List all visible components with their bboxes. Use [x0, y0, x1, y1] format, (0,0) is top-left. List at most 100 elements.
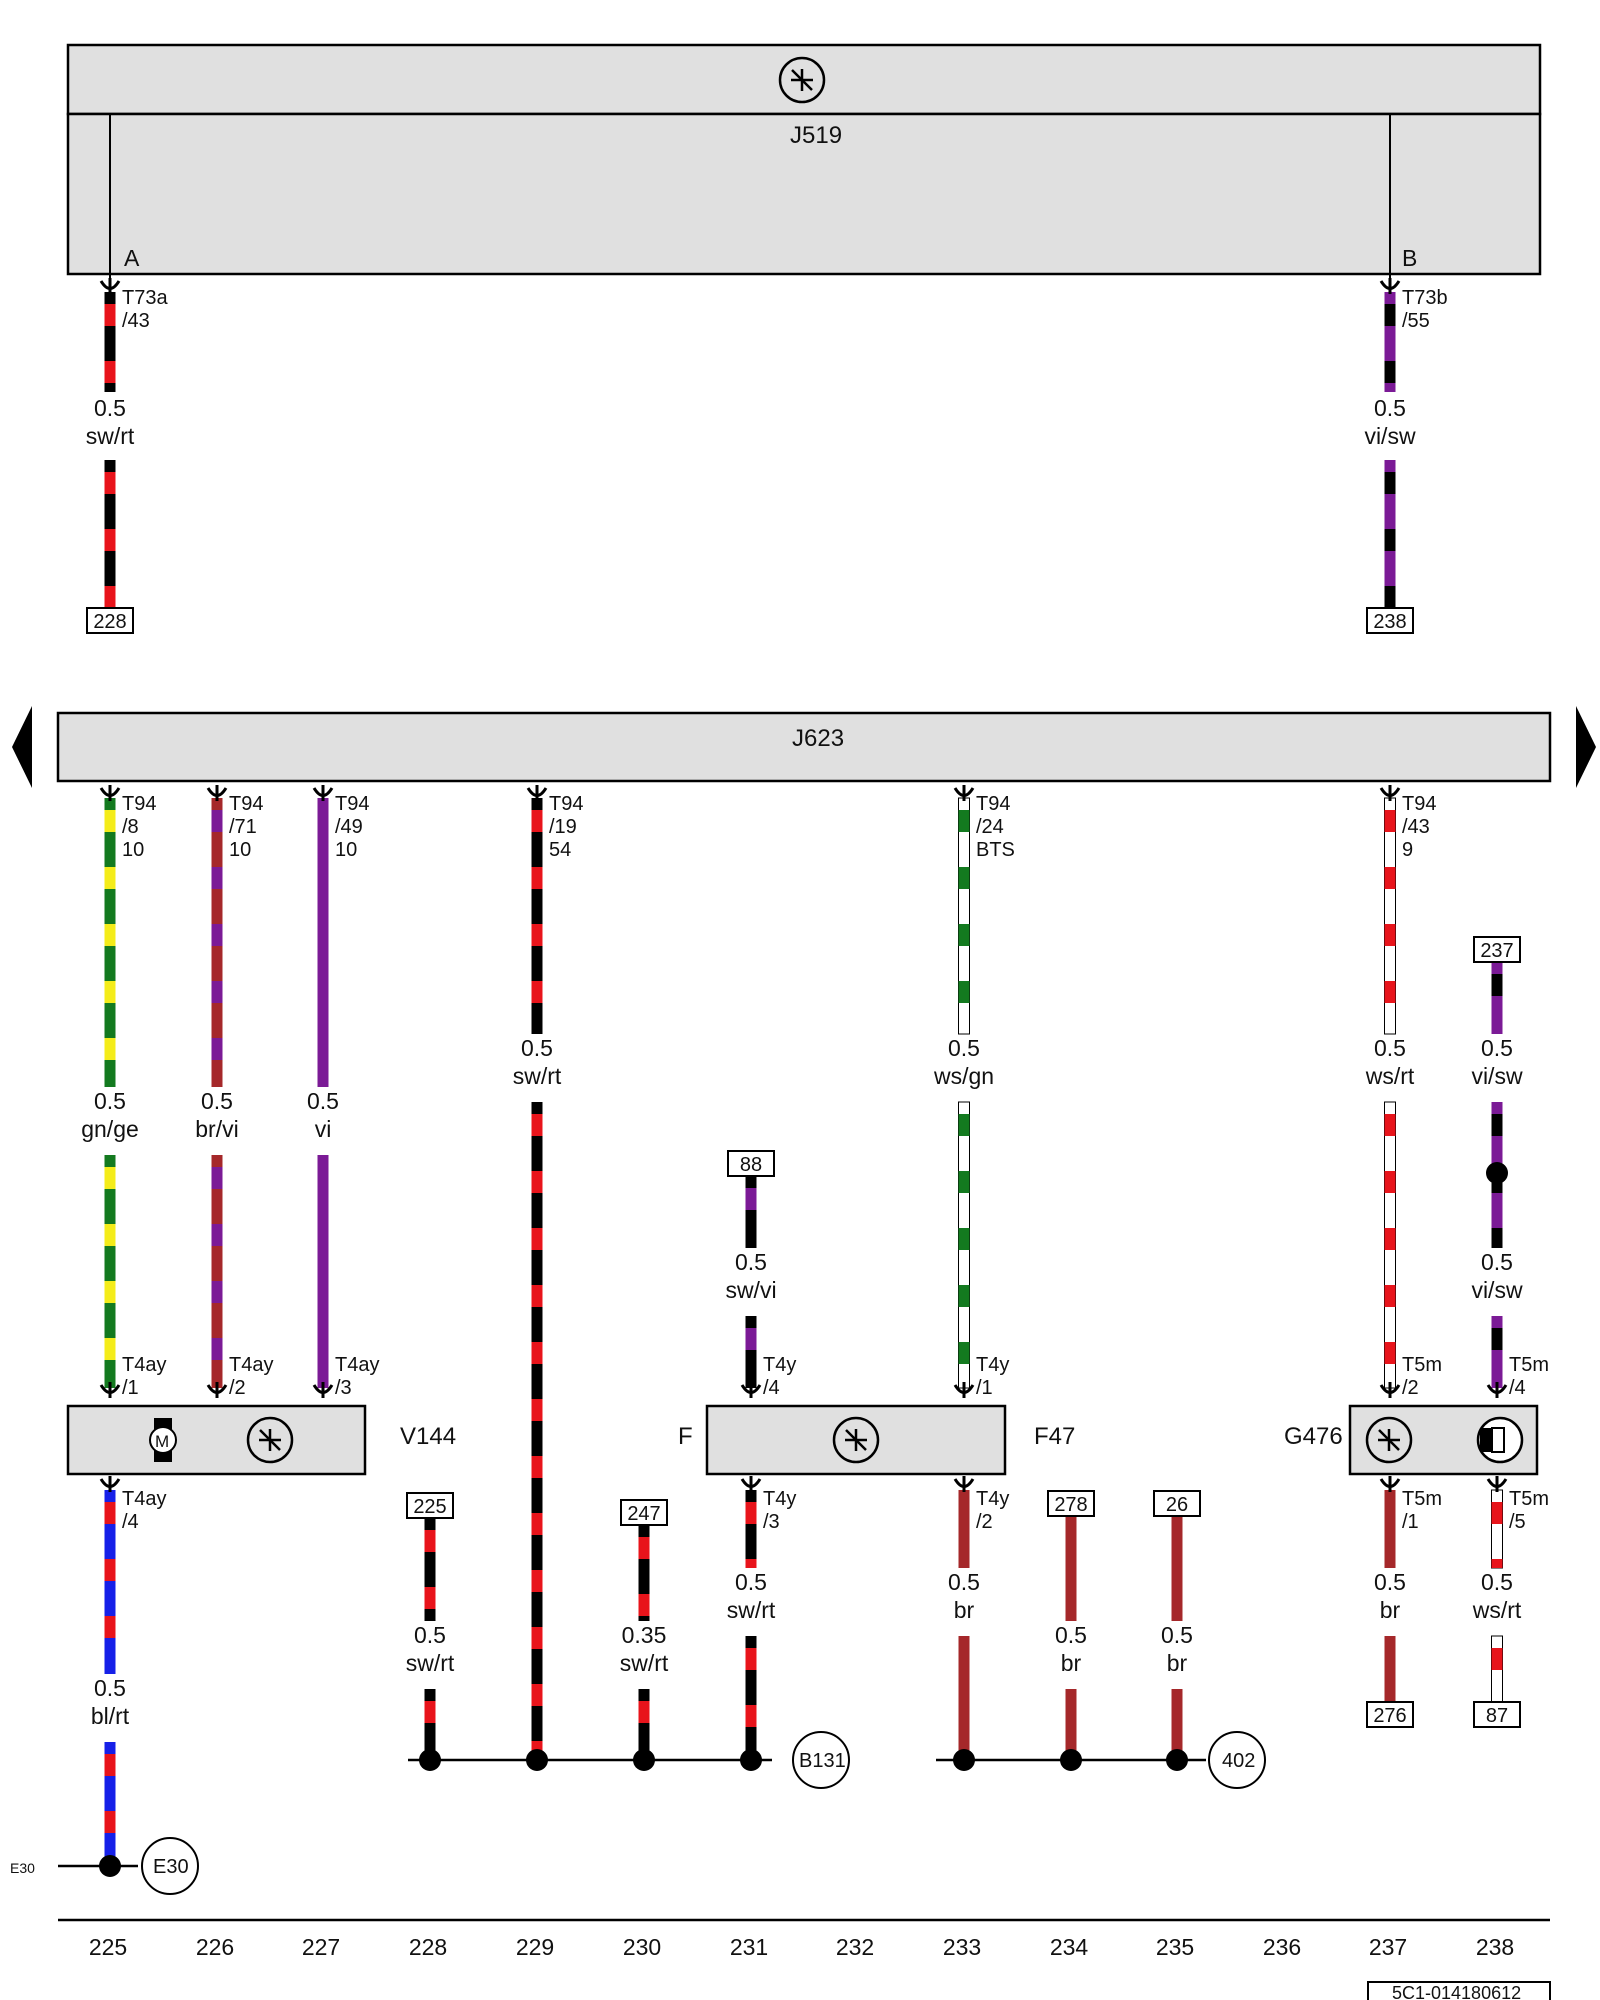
wire-238-bottom-lower [1491, 1635, 1503, 1703]
doc-code: 5C1-014180612 [1392, 1983, 1521, 2000]
ref-box-276[interactable]: 276 [1366, 1701, 1414, 1728]
pin-t5m-5-line2: /5 [1509, 1511, 1526, 1533]
pin-t5m-2-line2: /2 [1402, 1377, 1419, 1399]
pin-t4ay-4-line1: T4ay [122, 1488, 166, 1510]
w233a-color: ws/gn [933, 1063, 994, 1089]
ref-box-238[interactable]: 238 [1366, 607, 1414, 634]
w233b-size: 0.5 [948, 1569, 980, 1595]
pin-t5m-2-line1: T5m [1402, 1354, 1442, 1376]
pin-t94-19-line2: /19 [549, 816, 577, 838]
ground-402-circle [1208, 1731, 1266, 1789]
pin-t94-19-line1: T94 [549, 793, 583, 815]
ref-box-237[interactable]: 237 [1473, 936, 1521, 963]
wire-234-bottom-lower [1065, 1689, 1077, 1760]
motor-icon: M [149, 1418, 177, 1462]
w238c-color: ws/rt [1472, 1597, 1522, 1623]
j519-ecu-symbol-icon [778, 56, 826, 104]
wire-238-mid-upper [1491, 962, 1503, 1034]
column-number: 231 [730, 1934, 768, 1960]
connector-upper-device-icon-0 [99, 1382, 121, 1398]
ref-box-225[interactable]: 225 [406, 1492, 454, 1519]
column-number: 234 [1050, 1934, 1089, 1960]
ref-278-text: 278 [1054, 1494, 1087, 1516]
ref-box-228[interactable]: 228 [86, 607, 134, 634]
connector-t94-icon-4 [953, 785, 975, 801]
junction-dot-b131-5 [633, 1749, 655, 1771]
w237b-color: br [1380, 1597, 1401, 1623]
ground-e30-circle [141, 1837, 199, 1895]
j623-box [56, 711, 1552, 783]
f-label: F [678, 1423, 693, 1450]
ref-box-247[interactable]: 247 [620, 1499, 668, 1526]
pin-label-a: A [124, 245, 140, 271]
wire-229-upper [531, 798, 543, 1034]
pin-t94-8-line1: T94 [122, 793, 156, 815]
junction-dot-b131-3 [419, 1749, 441, 1771]
next-page-arrow-icon[interactable] [1576, 706, 1596, 788]
wires-layer [104, 292, 1503, 1866]
pin-t94-8-line2: /8 [122, 816, 139, 838]
v144-box [66, 1404, 367, 1476]
ref-box-88[interactable]: 88 [727, 1150, 775, 1177]
connector-pin-labels: T73a /43 T73b /55 T94 /8 10 T94 /71 10 T… [122, 287, 1555, 1533]
previous-page-arrow-icon[interactable] [12, 706, 32, 788]
ref-box-278[interactable]: 278 [1047, 1490, 1095, 1517]
pin-t73b-55-line2: /55 [1402, 310, 1430, 332]
wire-228-lower [104, 460, 116, 608]
pin-t94-49-line3: 10 [335, 839, 357, 861]
w233a-size: 0.5 [948, 1035, 980, 1061]
connector-t73a-43-icon [99, 278, 121, 294]
pin-t4ay-1-line2: /1 [122, 1377, 139, 1399]
pin-t94-24-line1: T94 [976, 793, 1010, 815]
w225a-size: 0.5 [94, 1088, 126, 1114]
column-number: 230 [623, 1934, 661, 1960]
pin-t5m-5: T5m /5 [1509, 1488, 1555, 1533]
connector-t94-icon-0 [99, 785, 121, 801]
wire-227-lower [317, 1155, 329, 1388]
w231b-size: 0.5 [735, 1569, 767, 1595]
wire-225-lower [104, 1155, 116, 1388]
wire-233-lower [958, 1101, 970, 1389]
pin-t5m-4: T5m /4 [1509, 1354, 1555, 1399]
ref-box-26[interactable]: 26 [1153, 1490, 1201, 1517]
pin-t73a-43-line2: /43 [122, 310, 150, 332]
column-number: 227 [302, 1934, 340, 1960]
reference-boxes: 228 238 237 88 225 247 278 26 276 87 [86, 607, 1521, 1728]
doc-code-box [1367, 1981, 1551, 2000]
pin-t4y-4-line2: /4 [763, 1377, 780, 1399]
ground-b131-circle [792, 1731, 850, 1789]
w237b-size: 0.5 [1374, 1569, 1406, 1595]
pin-t94-8-line3: 10 [122, 839, 144, 861]
pin-t5m-4-line2: /4 [1509, 1377, 1526, 1399]
pin-t4ay-4: T4ay /4 [122, 1488, 172, 1533]
pin-t94-24: T94 /24 BTS [976, 793, 1016, 861]
pin-t94-49-line2: /49 [335, 816, 363, 838]
pin-t94-49-line1: T94 [335, 793, 369, 815]
ref-228-text: 228 [93, 611, 126, 633]
column-number: 228 [409, 1934, 447, 1960]
wire-230-bottom-upper [638, 1525, 650, 1621]
pin-t94-43-line1: T94 [1402, 793, 1436, 815]
pin-t73a-43-line1: T73a [122, 287, 168, 309]
column-number: 225 [89, 1934, 127, 1960]
column-number: 235 [1156, 1934, 1194, 1960]
j519-label: J519 [790, 122, 842, 149]
v144-label: V144 [400, 1423, 456, 1450]
ref-247-text: 247 [627, 1503, 660, 1525]
junction-dot-402-8 [953, 1749, 975, 1771]
w235b-size: 0.5 [1161, 1622, 1193, 1648]
wire-228-bottom-upper [424, 1518, 436, 1621]
wire-227-upper [317, 798, 329, 1087]
w238c-size: 0.5 [1481, 1569, 1513, 1595]
connector-upper-device-icon-6 [1486, 1382, 1508, 1398]
pin-t4y-2-line2: /2 [976, 1511, 993, 1533]
w231a-color: sw/vi [725, 1277, 776, 1303]
wire-229-lower [531, 1102, 543, 1760]
w228b-color: sw/rt [406, 1650, 455, 1676]
wire-237-bottom-lower [1384, 1636, 1396, 1702]
w226a-color: br/vi [195, 1116, 238, 1142]
pin-t94-71-line3: 10 [229, 839, 251, 861]
ref-box-87[interactable]: 87 [1473, 1701, 1521, 1728]
connector-upper-device-icon-3 [740, 1382, 762, 1398]
wire-235-bottom-upper [1171, 1516, 1183, 1621]
